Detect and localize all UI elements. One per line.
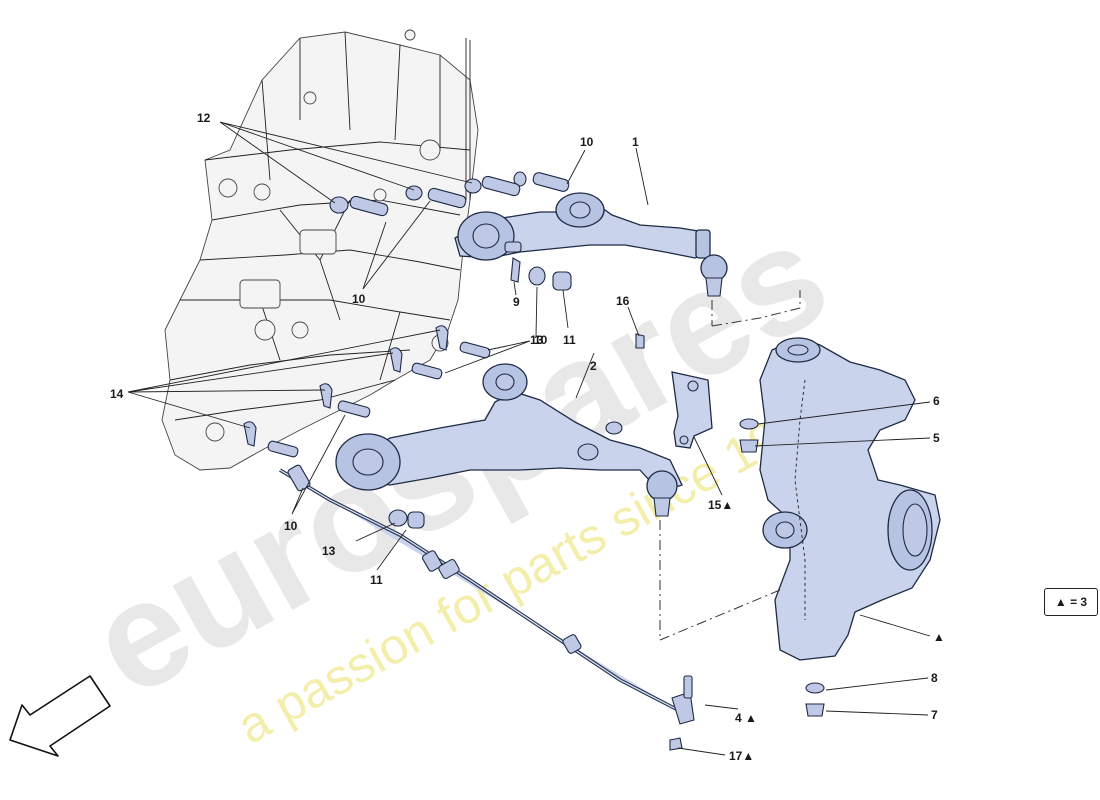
legend-note: ▲ = 3: [1044, 588, 1098, 616]
callout-8: 8: [931, 671, 938, 685]
callout-10-bottom: 10: [284, 519, 298, 533]
callout-triangle: ▲: [933, 630, 945, 644]
callout-11-top: 11: [563, 333, 576, 347]
callout-16: 16: [616, 294, 630, 308]
callout-1: 1: [632, 135, 639, 149]
callout-6: 6: [933, 394, 940, 408]
callout-10-left: 10: [352, 292, 366, 306]
callout-13-top: 13: [530, 333, 544, 347]
callout-7: 7: [931, 708, 938, 722]
callout-10-mid: 10: [534, 333, 548, 347]
callout-9: 9: [513, 295, 520, 309]
callout-12: 12: [197, 111, 211, 125]
upright: [759, 337, 941, 661]
hardware: [243, 171, 825, 751]
callout-10-top: 10: [580, 135, 594, 149]
callout-14: 14: [110, 387, 124, 401]
callout-labels: 1 2 4 ▲ 5 6 7 8 9 10 10 10 10 11 11 12 1…: [110, 111, 945, 763]
callout-17: 17▲: [729, 749, 754, 763]
callout-2: 2: [590, 359, 597, 373]
callout-4: 4 ▲: [735, 711, 757, 725]
leader-lines: [127, 121, 931, 756]
direction-arrow-icon: [9, 675, 111, 757]
upper-control-arm: [454, 192, 728, 297]
bracket: [671, 371, 713, 449]
lower-control-arm: [335, 363, 683, 517]
callout-13-bottom: 13: [322, 544, 336, 558]
callout-5: 5: [933, 431, 940, 445]
callout-15: 15▲: [708, 498, 733, 512]
assembly-lines: [659, 290, 801, 641]
callout-11-bottom: 11: [370, 573, 383, 587]
